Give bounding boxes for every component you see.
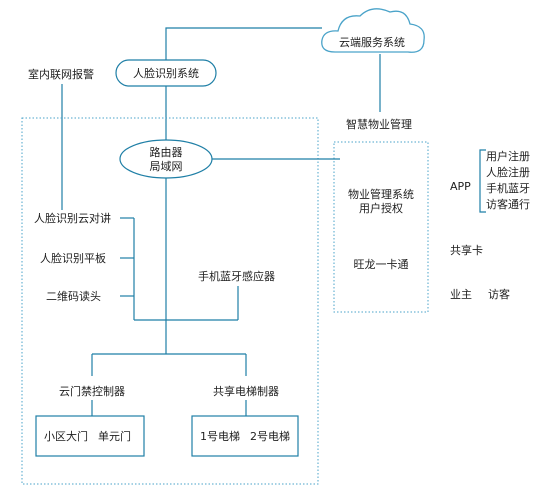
device-qr-reader: 二维码读头 <box>46 290 101 303</box>
bluetooth-sensor-label: 手机蓝牙感应器 <box>198 270 275 283</box>
elevator-1: 1号电梯 <box>200 430 240 443</box>
cloud-shape <box>321 8 425 53</box>
router-line1: 路由器 <box>149 146 183 159</box>
property-line3: 旺龙一卡通 <box>353 258 409 271</box>
elevator-box <box>191 415 299 457</box>
cloud-access-label: 云门禁控制器 <box>59 385 125 398</box>
property-line2: 用户授权 <box>359 202 403 215</box>
gate-unit: 单元门 <box>98 430 131 443</box>
router-line2: 局域网 <box>149 160 183 173</box>
app-item-visitor-access: 访客通行 <box>486 198 530 211</box>
elevator-2: 2号电梯 <box>250 430 290 443</box>
face-system-label: 人脸识别系统 <box>133 67 199 80</box>
indoor-alarm-label: 室内联网报警 <box>28 68 94 81</box>
app-bracket <box>479 149 486 213</box>
shared-card-label: 共享卡 <box>450 244 483 257</box>
owner-label: 业主 <box>450 288 472 301</box>
app-label: APP <box>450 180 471 193</box>
app-item-user-register: 用户注册 <box>486 150 530 163</box>
smart-property-label: 智慧物业管理 <box>346 118 412 131</box>
device-face-intercom: 人脸识别云对讲 <box>34 212 111 225</box>
cloud-to-face-line <box>165 27 322 60</box>
cloud-label: 云端服务系统 <box>339 36 405 49</box>
gate-community: 小区大门 <box>44 430 88 443</box>
elevator-ctrl-label: 共享电梯制器 <box>213 385 279 398</box>
property-box <box>333 141 429 313</box>
community-boundary <box>21 117 319 485</box>
app-item-phone-bluetooth: 手机蓝牙 <box>486 182 530 195</box>
app-item-face-register: 人脸注册 <box>486 166 530 179</box>
device-face-tablet: 人脸识别平板 <box>40 252 106 265</box>
gate-box <box>35 415 145 457</box>
visitor-label: 访客 <box>488 288 510 301</box>
property-line1: 物业管理系统 <box>348 188 414 201</box>
